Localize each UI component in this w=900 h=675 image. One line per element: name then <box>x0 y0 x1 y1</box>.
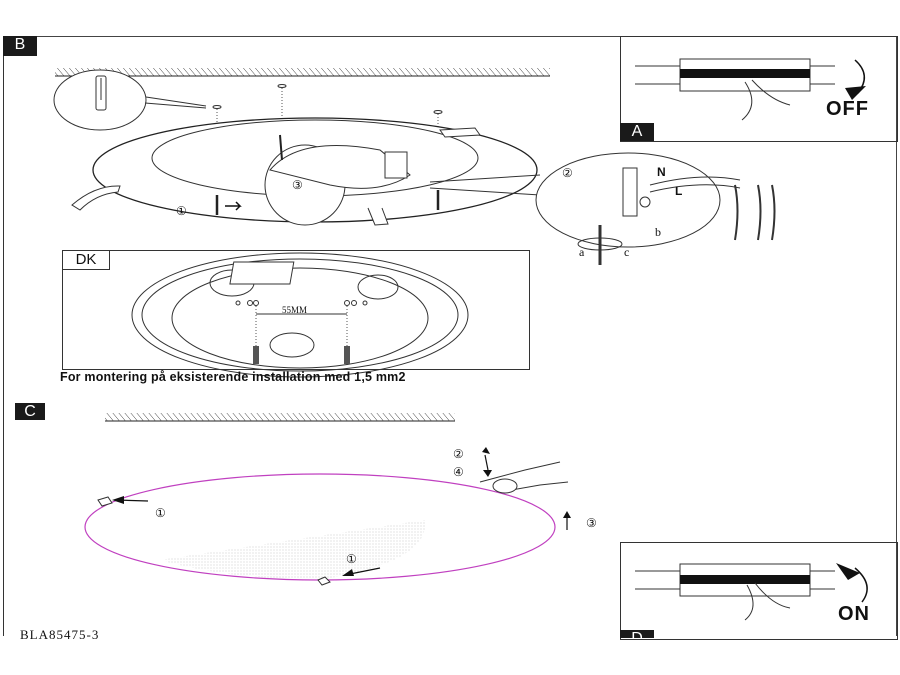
wire-label-l: L <box>675 184 683 198</box>
panel-power-off <box>620 36 898 142</box>
ceiling-hatch-c <box>105 413 455 421</box>
ceiling-hatch-b <box>55 68 550 76</box>
document-code: BLA85475-3 <box>20 627 100 642</box>
wall-plug-detail <box>53 69 207 131</box>
step-3-marker-c: ③ <box>586 516 597 530</box>
frame-border-top <box>3 36 898 37</box>
step-2-marker-c: ② <box>453 447 464 461</box>
wire-label-n: N <box>657 165 666 179</box>
spacing-dimension: 55MM <box>282 305 308 315</box>
dk-installation-note: For montering på eksisterende installati… <box>60 370 406 384</box>
power-on-label: ON <box>838 603 870 625</box>
step-label-a: a <box>579 245 585 259</box>
breaker-on-illustration <box>635 563 868 621</box>
frame-border-left <box>3 36 4 636</box>
section-tag-d: D <box>620 630 654 638</box>
step-1-marker: ① <box>176 204 187 218</box>
step-label-c: c <box>624 245 630 259</box>
section-tag-b: B <box>3 36 37 56</box>
power-off-label: OFF <box>826 98 869 120</box>
dk-tag: DK <box>62 250 110 270</box>
frame-border-right <box>896 36 897 636</box>
breaker-off-illustration <box>635 58 866 121</box>
step-1-marker-bottom: ① <box>346 552 357 566</box>
step-4-marker-c: ④ <box>453 465 464 479</box>
panel-dk <box>62 250 530 370</box>
step-3-marker: ③ <box>292 178 303 192</box>
wiring-detail <box>429 152 776 265</box>
step-2-marker: ② <box>562 166 573 180</box>
glass-shade <box>84 447 571 586</box>
base-plate <box>71 117 538 226</box>
panel-power-on <box>620 542 898 640</box>
section-tag-a: A <box>620 123 654 141</box>
section-tag-c: C <box>15 403 45 420</box>
step-label-b: b <box>655 225 661 239</box>
dk-mounting-plate <box>131 252 469 378</box>
step-1-marker-left: ① <box>155 506 166 520</box>
